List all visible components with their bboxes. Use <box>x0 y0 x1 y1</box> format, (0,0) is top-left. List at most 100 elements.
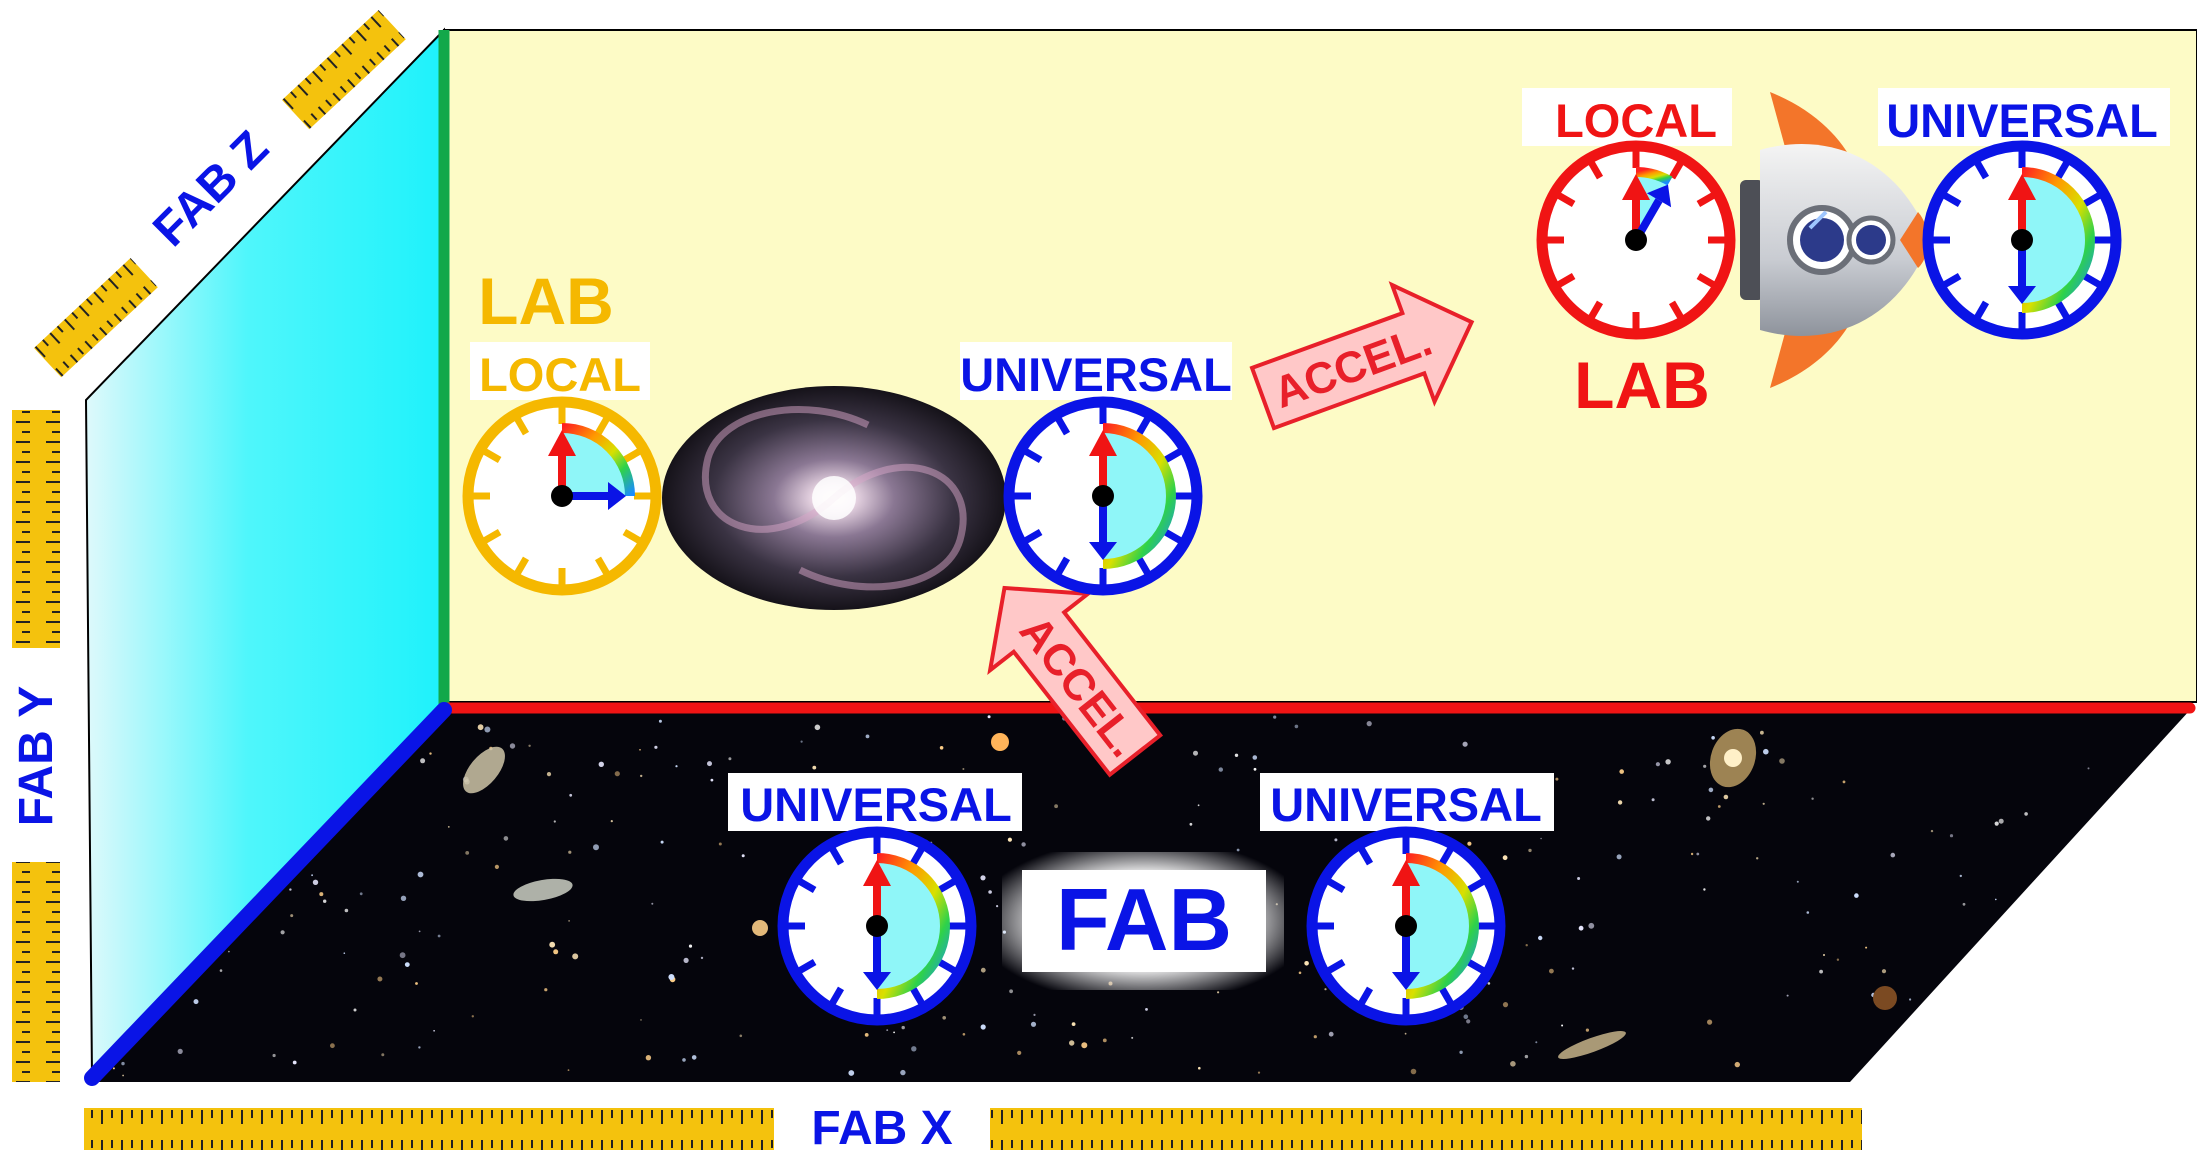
fab-right-clock <box>1306 826 1506 1026</box>
star <box>987 715 991 719</box>
star <box>418 1046 421 1049</box>
lab-local-label-box <box>470 342 650 400</box>
star <box>1102 1038 1107 1043</box>
clock-tick <box>1696 191 1717 208</box>
star <box>1197 804 1200 807</box>
star <box>1540 837 1542 840</box>
star <box>1909 998 1912 1001</box>
clock-tick <box>622 447 643 464</box>
star <box>1549 968 1554 974</box>
clock-tick <box>1325 958 1346 975</box>
ruler-x <box>84 1108 1862 1150</box>
star <box>1811 797 1814 800</box>
clock-tick <box>481 528 502 545</box>
star <box>691 1055 697 1060</box>
current-hand-tip <box>1646 184 1672 208</box>
star <box>122 1074 124 1077</box>
star <box>1717 805 1721 808</box>
star <box>1796 880 1799 883</box>
clock-tick <box>1357 986 1374 1007</box>
star <box>1145 1008 1148 1011</box>
star <box>549 941 556 948</box>
star <box>1009 989 1013 994</box>
star <box>1823 954 1825 956</box>
clock-tick <box>828 845 845 866</box>
clock-tick <box>622 528 643 545</box>
star <box>718 842 722 846</box>
star <box>1959 874 1963 878</box>
lab-local-label: LOCAL <box>479 348 641 401</box>
star <box>1528 848 1532 853</box>
star <box>1762 802 1765 805</box>
star <box>546 772 552 777</box>
star <box>741 854 745 858</box>
star <box>1865 946 1868 949</box>
star <box>658 719 662 723</box>
clock-tick <box>796 877 817 894</box>
clock-tick <box>937 877 958 894</box>
star <box>1069 1040 1075 1046</box>
start-hand-tip <box>1392 860 1420 886</box>
star <box>1962 902 1966 906</box>
clock-tick <box>1163 528 1184 545</box>
star <box>1651 798 1655 802</box>
star <box>675 765 678 768</box>
star <box>1655 762 1660 767</box>
star <box>404 962 410 967</box>
clock-tick <box>1941 272 1962 289</box>
star <box>569 793 573 797</box>
star <box>1786 994 1789 997</box>
clock-hub <box>1395 915 1417 937</box>
clock-tick <box>1054 415 1071 436</box>
star <box>567 1069 570 1071</box>
star <box>1502 855 1508 861</box>
clock-tick <box>1438 986 1455 1007</box>
star <box>1313 1035 1317 1039</box>
elapsed-sector <box>562 428 630 496</box>
star <box>1189 822 1193 826</box>
star <box>509 743 516 749</box>
start-hand-tip <box>1089 430 1117 456</box>
clock-tick <box>1587 159 1604 180</box>
clock-tick <box>1941 191 1962 208</box>
fab-left-label-box <box>728 773 1022 831</box>
star <box>330 1043 335 1049</box>
star <box>292 1060 297 1065</box>
star <box>417 871 424 878</box>
clock-tick <box>937 958 958 975</box>
clock-tick <box>1357 845 1374 866</box>
star <box>640 774 643 778</box>
star <box>1690 852 1694 856</box>
star <box>988 890 992 894</box>
star <box>319 892 324 897</box>
star <box>1555 777 1559 781</box>
star <box>1561 1024 1564 1027</box>
star <box>1836 958 1840 961</box>
clock-tick <box>2082 272 2103 289</box>
star <box>688 944 693 948</box>
star <box>996 905 999 908</box>
star <box>1538 935 1543 941</box>
clock-tick <box>513 556 530 577</box>
axis-z-edge <box>84 702 452 1086</box>
clock-tick <box>1587 300 1604 321</box>
star <box>942 1016 946 1020</box>
rocket-lab-title: LAB <box>1574 348 1710 422</box>
clock-tick <box>1022 528 1043 545</box>
star <box>1236 848 1240 852</box>
star <box>399 952 406 959</box>
star <box>477 724 484 731</box>
star <box>1304 961 1309 966</box>
star <box>728 757 732 761</box>
star <box>700 956 704 960</box>
star <box>1324 988 1327 991</box>
star <box>939 746 944 750</box>
star <box>1708 787 1714 793</box>
star <box>593 844 599 851</box>
star <box>654 745 658 749</box>
clock-tick <box>1438 845 1455 866</box>
star <box>886 1029 889 1031</box>
star <box>1252 755 1258 760</box>
star <box>343 952 346 954</box>
lab-universal-label: UNIVERSAL <box>960 348 1232 401</box>
